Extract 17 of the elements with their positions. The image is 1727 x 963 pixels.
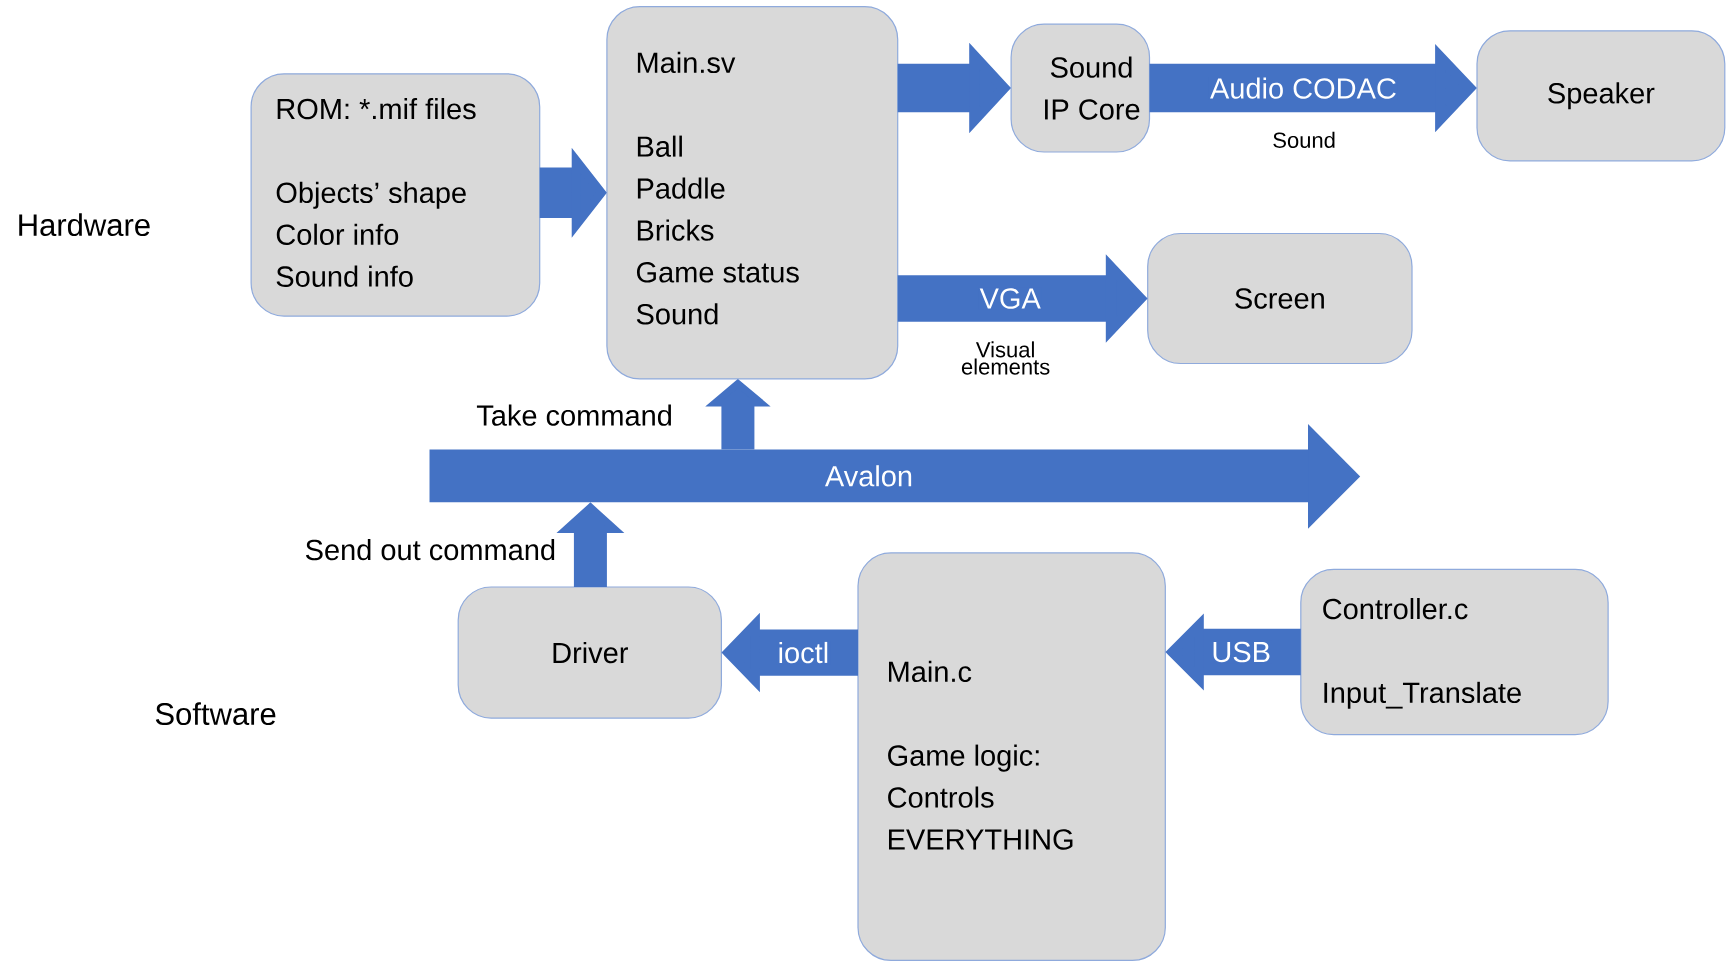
arrow-caption: Visual elements [961,341,1050,375]
arrow-caption: Sound [1273,131,1335,148]
edge-label: Send out command [303,537,558,562]
edge-label: Audio CODAC [1208,76,1398,100]
section-label: Hardware [19,213,150,237]
process-box: Main.c Game logic: Controls EVERYTHING [857,552,1166,961]
process-box: Driver [457,586,722,719]
process-box: ROM: *.mif files Objects’ shape Color info Sound info [250,73,541,317]
edge-label: Take command [475,403,674,427]
process-box: Controller.c Input_Translate [1300,568,1609,736]
process-box: Speaker [1476,30,1726,162]
process-box: Screen [1147,232,1413,365]
process-box: Sound IP Core [1010,23,1151,153]
section-label: Software [155,702,276,726]
process-box: Main.sv Ball Paddle Bricks Game status Sound [606,6,899,380]
edge-label: USB [1210,640,1272,664]
edge-label: VGA [978,287,1042,310]
